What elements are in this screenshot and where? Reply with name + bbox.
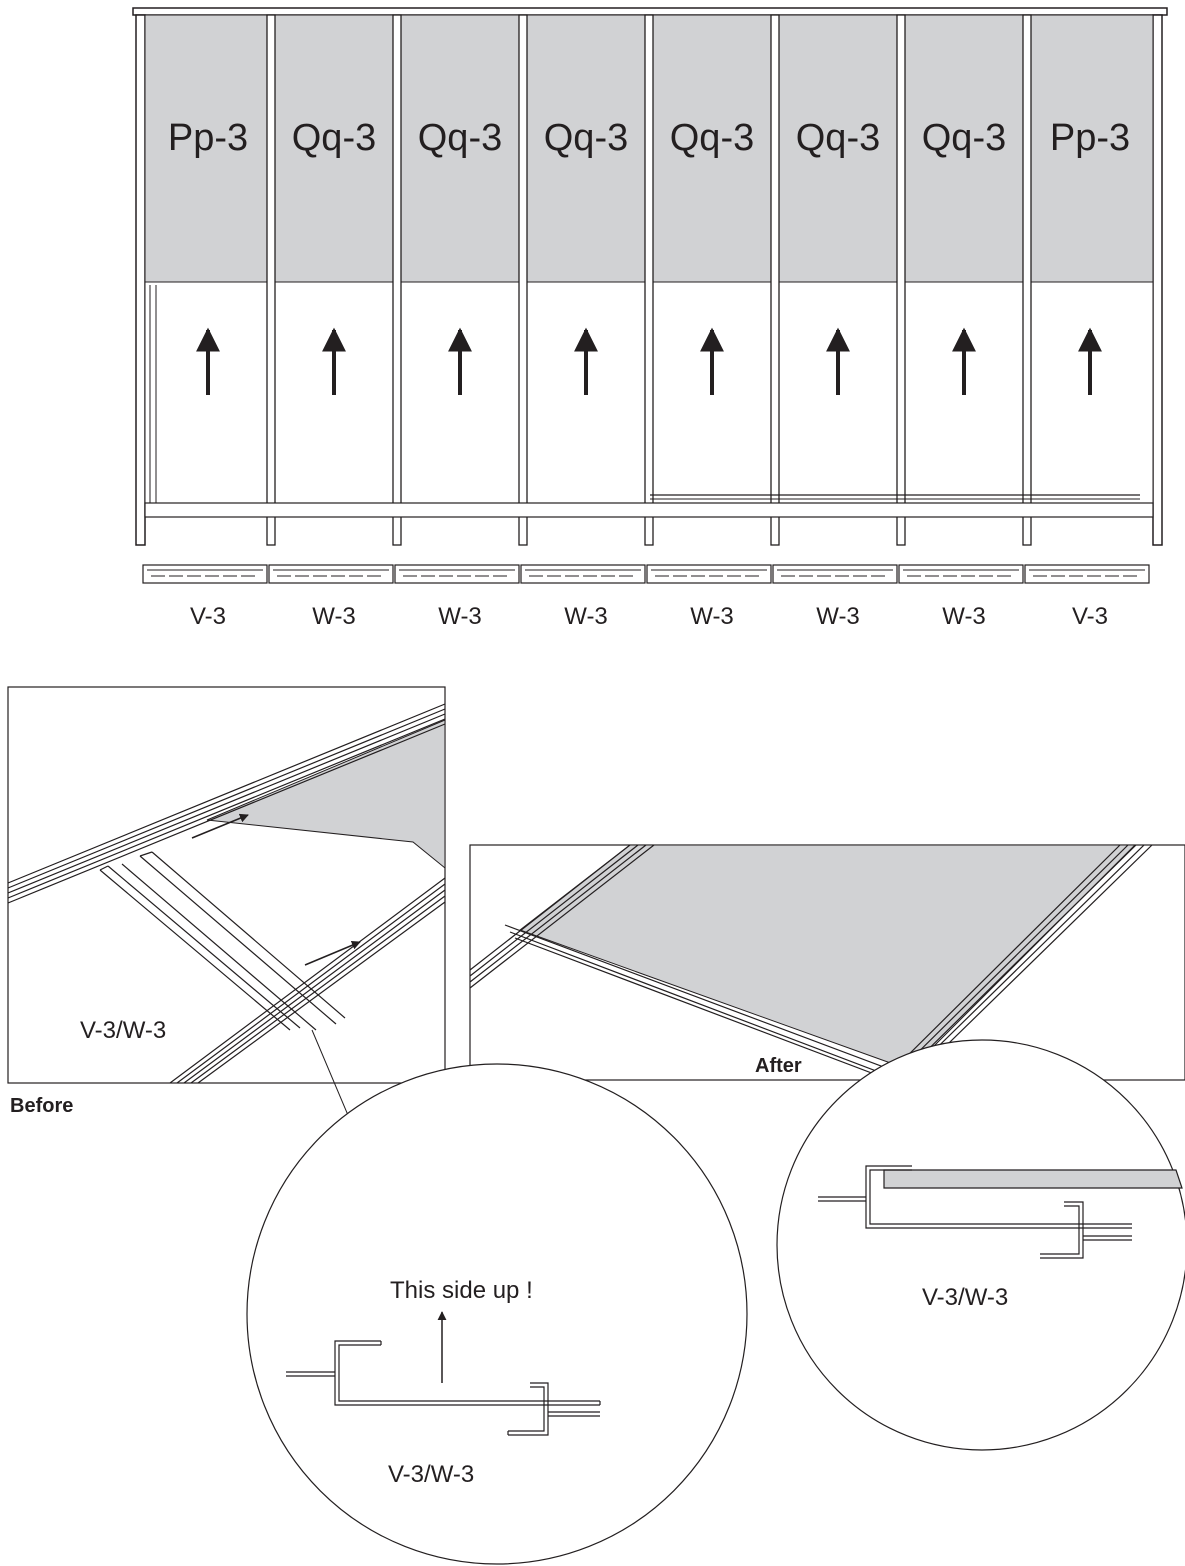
detail-after: After V-3/W-3 <box>755 1039 1185 1451</box>
profile-label: V-3 <box>190 603 226 630</box>
profile-bar <box>772 564 898 584</box>
panel-label: Qq-3 <box>796 117 880 159</box>
panel <box>774 14 902 283</box>
profile-bar <box>646 564 772 584</box>
front-view: Pp-3 Qq-3 Qq-3 Qq-3 Qq-3 Qq-3 Qq-3 Pp-3 V-3 W-3 W… <box>132 7 1168 630</box>
frame-post-right <box>1152 14 1163 546</box>
detail-before: This side up ! V-3/W-3 <box>246 1063 748 1565</box>
profile-bar <box>268 564 394 584</box>
divider-post <box>1022 14 1032 546</box>
divider-post <box>770 14 780 546</box>
before-frame <box>7 686 446 1084</box>
detail-circle <box>776 1039 1185 1451</box>
after-view <box>469 844 1185 1081</box>
bottom-rail <box>144 502 1154 518</box>
panel-label: Qq-3 <box>418 117 502 159</box>
panel <box>396 14 524 283</box>
arrow-icon <box>304 940 361 966</box>
panel-label: Pp-3 <box>168 117 248 159</box>
panel <box>648 14 776 283</box>
panel-label: Qq-3 <box>670 117 754 159</box>
divider-post <box>266 14 276 546</box>
orientation-note: This side up ! <box>390 1277 533 1304</box>
before-view: V-3/W-3 Before <box>7 686 446 1173</box>
divider-post <box>392 14 402 546</box>
panel-group: Pp-3 Qq-3 Qq-3 Qq-3 Qq-3 Qq-3 Qq-3 Pp-3 <box>144 14 1154 546</box>
divider-post <box>518 14 528 546</box>
profile-section <box>818 1165 1132 1259</box>
panel <box>900 14 1028 283</box>
profile-bar <box>898 564 1024 584</box>
profile-section <box>286 1340 601 1436</box>
before-panel <box>206 719 446 870</box>
detail-before-profile-label: V-3/W-3 <box>388 1461 474 1488</box>
profile-bar <box>520 564 646 584</box>
profile-bar <box>1024 564 1150 584</box>
top-rail <box>132 7 1168 16</box>
profile-bar <box>394 564 520 584</box>
detail-circle <box>246 1063 748 1565</box>
before-label: Before <box>10 1095 73 1117</box>
panel <box>1026 14 1154 283</box>
profile-label: W-3 <box>312 603 356 630</box>
panel <box>270 14 398 283</box>
after-panel-section <box>883 1169 1183 1189</box>
profile-label: W-3 <box>942 603 986 630</box>
panel-label: Qq-3 <box>544 117 628 159</box>
profile-callout-label: V-3/W-3 <box>80 1017 166 1044</box>
panel-label: Qq-3 <box>922 117 1006 159</box>
profile-label: V-3 <box>1072 603 1108 630</box>
divider-post <box>644 14 654 546</box>
after-label: After <box>755 1055 802 1077</box>
detail-after-profile-label: V-3/W-3 <box>922 1284 1008 1311</box>
profile-label: W-3 <box>564 603 608 630</box>
profile-group: V-3 W-3 W-3 W-3 W-3 W-3 W-3 V-3 <box>142 564 1150 630</box>
frame-post-left <box>135 14 146 546</box>
panel <box>144 14 272 283</box>
panel-label: Qq-3 <box>292 117 376 159</box>
profile-label: W-3 <box>816 603 860 630</box>
profile-label: W-3 <box>690 603 734 630</box>
panel-label: Pp-3 <box>1050 117 1130 159</box>
profile-bar <box>142 564 268 584</box>
divider-post <box>896 14 906 546</box>
profile-label: W-3 <box>438 603 482 630</box>
arrow-icon <box>191 813 249 839</box>
